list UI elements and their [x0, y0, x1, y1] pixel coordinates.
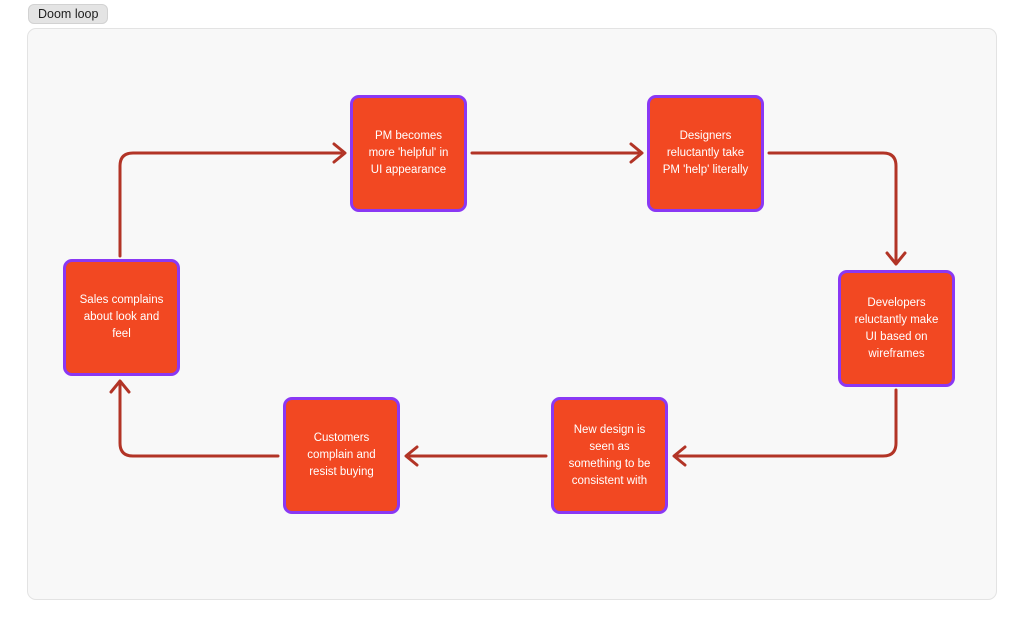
node-label: New design is seen as something to be co…: [568, 423, 651, 487]
connector-arrowhead: [885, 251, 907, 266]
connector-line: [767, 151, 898, 262]
node-pm[interactable]: PM becomes more 'helpful' in UI appearan…: [350, 95, 467, 212]
connector-customers-to-sales[interactable]: [109, 379, 280, 458]
connector-arrowhead: [672, 445, 687, 467]
connector-line: [676, 388, 898, 458]
section-title-badge[interactable]: Doom loop: [28, 4, 109, 24]
connector-arrowhead: [629, 142, 644, 164]
node-label: Sales complains about look and feel: [79, 294, 164, 340]
connector-arrowhead: [332, 142, 347, 164]
connector-arrowhead: [404, 445, 419, 467]
connector-sales-to-pm[interactable]: [118, 142, 347, 258]
node-label: Customers complain and resist buying: [307, 432, 376, 478]
node-new-design[interactable]: New design is seen as something to be co…: [551, 397, 668, 514]
node-customers[interactable]: Customers complain and resist buying: [283, 397, 400, 514]
connector-line: [118, 383, 280, 458]
connector-new-design-to-customers[interactable]: [404, 445, 548, 467]
connector-developers-to-new-design[interactable]: [672, 388, 898, 467]
node-label: PM becomes more 'helpful' in UI appearan…: [368, 130, 449, 176]
connector-designers-to-developers[interactable]: [767, 151, 907, 266]
section-frame: [27, 28, 997, 600]
node-designers[interactable]: Designers reluctantly take PM 'help' lit…: [647, 95, 764, 212]
node-label: Developers reluctantly make UI based on …: [854, 296, 939, 360]
node-label: Designers reluctantly take PM 'help' lit…: [662, 130, 749, 176]
connector-line: [118, 151, 343, 258]
connector-arrowhead: [109, 379, 131, 394]
connector-pm-to-designers[interactable]: [470, 142, 644, 164]
node-sales[interactable]: Sales complains about look and feel: [63, 259, 180, 376]
node-developers[interactable]: Developers reluctantly make UI based on …: [838, 270, 955, 387]
